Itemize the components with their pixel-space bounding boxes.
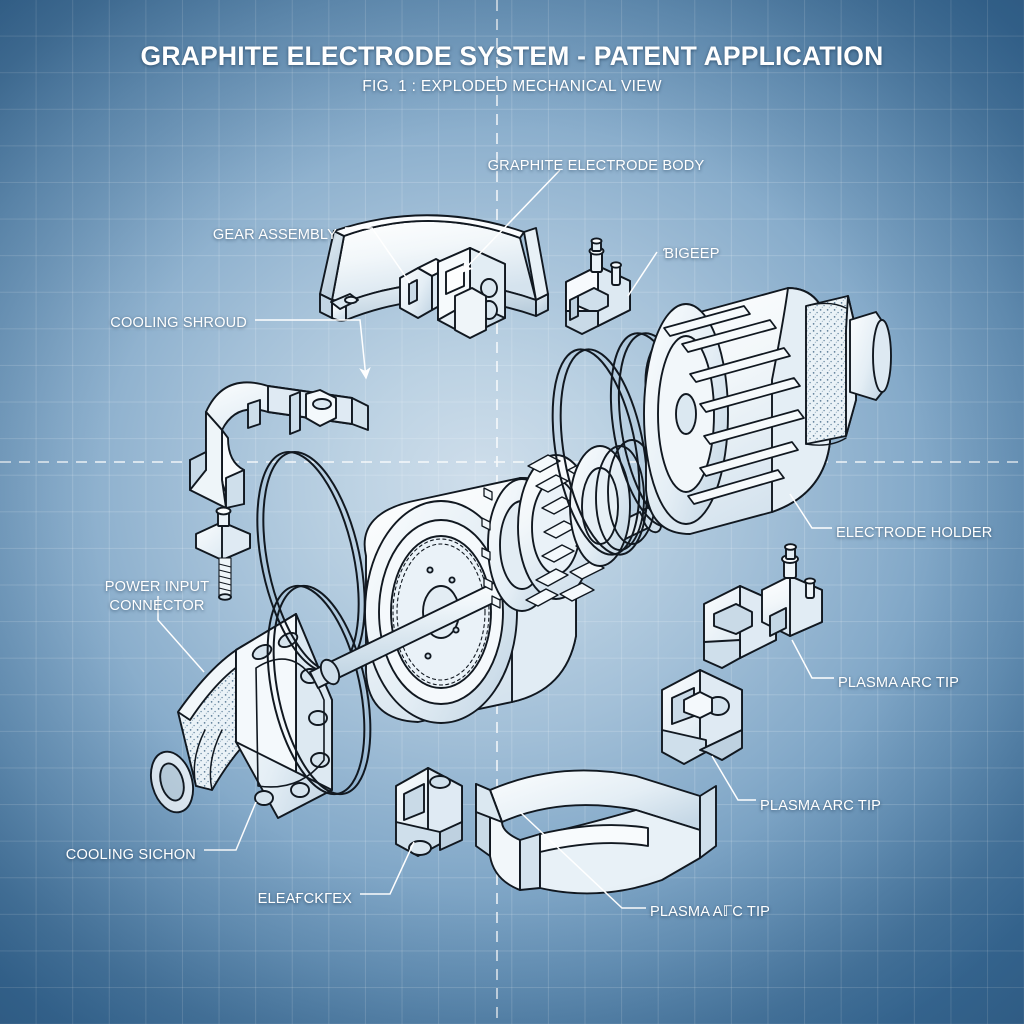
part-terminal-block-upper [565,237,631,335]
part-holder-bracket-right [703,543,823,669]
leader-lines [157,169,834,909]
part-cooling-shroud-left [189,381,369,509]
part-flange-cone [150,613,333,819]
page-title: GRAPHITE ELECTRODE SYSTEM - PATENT APPLI… [140,41,884,71]
part-cooling-shroud-lower [475,769,717,895]
callout-plasma-arc-tip-mid: PLASMA ARC TIP [760,798,882,814]
part-gear-stack [481,439,657,612]
callout-power-input-connector: POWER INPUT CONNECTOR [104,579,210,614]
part-stud-bolt-left [195,506,251,601]
callout-graphite-electrode-body: GRAPHITE ELECTRODE BODY [487,158,705,174]
callout-plasma-atc-tip-bottom: PLASMA AℾC TIP [650,904,771,920]
callout-plasma-arc-tip-right: PLASMA ARC TIP [838,675,960,691]
part-arc-tip-block-bottom [395,767,463,857]
callout-electrode-holder: ELECTRODE HOLDER [836,525,993,541]
callout-elearcktex: ELEAҒCKГEX [257,891,352,907]
callout-bigeep: ƁIGEEP [663,246,720,262]
part-finned-heatsink [643,287,892,535]
part-electrode-body-clamp [399,247,506,339]
callout-cooling-sichon: COOLING SICHON [65,847,196,863]
page-subtitle: FIG. 1 : EXPLODED MECHANICAL VIEW [362,78,662,95]
callout-gear-assembly: GEAR ASSEMBLY [212,227,337,243]
part-arc-tip-block-right [661,669,743,765]
callout-cooling-shroud: COOLING SHROUD [110,315,247,331]
exploded-parts [150,214,892,895]
